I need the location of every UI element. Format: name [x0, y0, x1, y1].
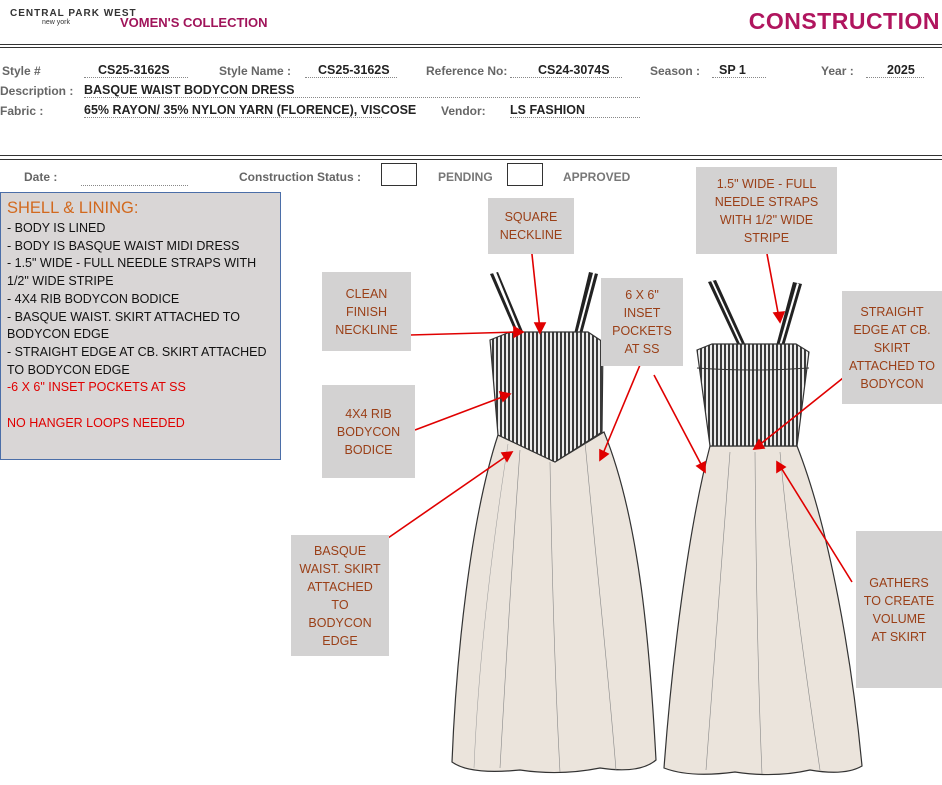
shell-line: - 1.5" WIDE - FULL NEEDLE STRAPS WITH — [7, 256, 257, 271]
callout-straight-edge-cb: STRAIGHT EDGE AT CB. SKIRT ATTACHED TO B… — [842, 291, 942, 404]
reference-label: Reference No: — [426, 64, 508, 78]
shell-line: - 4X4 RIB BODYCON BODICE — [7, 291, 180, 306]
date-field[interactable] — [81, 170, 188, 186]
callout-gathers: GATHERS TO CREATE VOLUME AT SKIRT — [856, 531, 942, 688]
shell-line: 1/2" WIDE STRIPE — [7, 274, 114, 289]
collection-name: VOMEN'S COLLECTION — [120, 15, 268, 30]
callout-needle-straps: 1.5" WIDE - FULL NEEDLE STRAPS WITH 1/2"… — [696, 167, 837, 254]
shell-lining-panel: SHELL & LINING: - BODY IS LINED - BODY I… — [0, 192, 281, 460]
hanger-note: NO HANGER LOOPS NEEDED — [7, 416, 185, 431]
page-title: CONSTRUCTION — [748, 8, 940, 34]
fabric-value: 65% RAYON/ 35% NYLON YARN (FLORENCE), VI… — [84, 103, 417, 118]
style-no-value: CS25-3162S — [84, 63, 188, 78]
approved-label: APPROVED — [563, 170, 631, 184]
description-label: Description : — [0, 84, 74, 98]
shell-line: - BASQUE WAIST. SKIRT ATTACHED TO — [7, 309, 240, 324]
header-rule-top — [0, 44, 942, 45]
season-label: Season : — [650, 64, 701, 78]
construction-status-label: Construction Status : — [239, 170, 361, 184]
callout-square-neckline: SQUARE NECKLINE — [488, 198, 574, 254]
date-label: Date : — [24, 170, 58, 184]
front-skirt — [451, 431, 657, 774]
shell-line: - BODY IS BASQUE WAIST MIDI DRESS — [7, 238, 240, 253]
callout-basque-waist: BASQUE WAIST. SKIRT ATTACHED TO BODYCON … — [291, 535, 389, 656]
header-rule-bottom — [0, 47, 942, 48]
shell-line: - BODY IS LINED — [7, 221, 106, 235]
style-name-value: CS25-3162S — [305, 63, 397, 78]
shell-line: - STRAIGHT EDGE AT CB. SKIRT ATTACHED — [7, 344, 267, 359]
vendor-label: Vendor: — [441, 104, 486, 118]
year-value: 2025 — [866, 63, 924, 78]
info-rule-top — [0, 155, 942, 156]
shell-line: BODYCON EDGE — [7, 327, 110, 342]
season-value: SP 1 — [712, 63, 766, 78]
fabric-label: Fabric : — [0, 104, 44, 118]
front-dress-sketch — [451, 272, 657, 774]
callout-arrows — [387, 244, 853, 583]
vendor-value: LS FASHION — [510, 103, 640, 118]
brand-name: CENTRAL PARK WEST — [10, 8, 137, 19]
back-bodice — [696, 343, 810, 447]
approved-checkbox[interactable] — [507, 163, 543, 186]
callout-inset-pockets: 6 X 6" INSET POCKETS AT SS — [601, 278, 683, 366]
pending-checkbox[interactable] — [381, 163, 417, 186]
pending-label: PENDING — [438, 170, 493, 184]
style-no-label: Style # — [2, 64, 41, 78]
pockets-note: -6 X 6" INSET POCKETS AT SS — [7, 380, 186, 395]
back-dress-sketch — [663, 280, 863, 776]
description-value: BASQUE WAIST BODYCON DRESS — [84, 83, 640, 98]
year-label: Year : — [821, 64, 854, 78]
back-skirt — [663, 445, 863, 776]
shell-lining-title: SHELL & LINING: — [7, 199, 139, 217]
callout-clean-finish-neckline: CLEAN FINISH NECKLINE — [322, 272, 411, 351]
style-name-label: Style Name : — [219, 64, 292, 78]
callout-rib-bodice: 4X4 RIB BODYCON BODICE — [322, 385, 415, 478]
reference-value: CS24-3074S — [510, 63, 622, 78]
brand-location: new york — [42, 19, 71, 26]
info-rule-bottom — [0, 159, 942, 160]
shell-line: TO BODYCON EDGE — [7, 362, 130, 377]
